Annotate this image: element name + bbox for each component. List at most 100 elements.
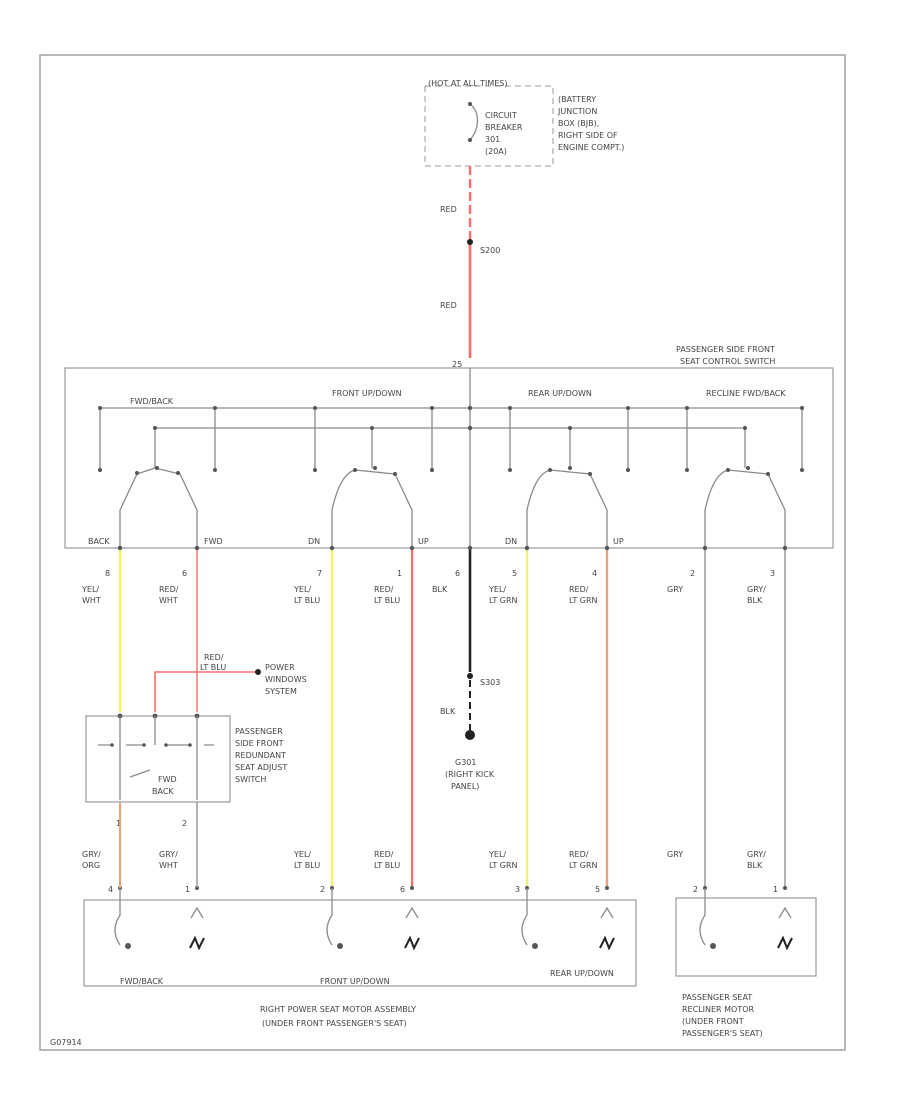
redundant-pin-2: 2 [182, 819, 187, 828]
lower-wire-color-label: RED/ [569, 850, 589, 859]
lower-wire-color-label: ORG [82, 861, 100, 870]
wire-pin-label: 6 [455, 569, 460, 578]
bus-drops [98, 406, 804, 472]
motor-label-fwd-back: FWD/BACK [120, 977, 164, 986]
redundant-inner-back: BACK [152, 787, 174, 796]
term-dn-label-1: DN [308, 537, 320, 546]
lower-wire-pin-label: 3 [515, 885, 520, 894]
ground-splice-dot [467, 673, 473, 679]
splice-s200-dot [467, 239, 473, 245]
lower-wire-color-label: GRY/ [747, 850, 766, 859]
motor-icons [114, 888, 793, 951]
section-rear-updown-label: REAR UP/DOWN [528, 389, 592, 398]
bjb-line-3: BOX (BJB), [558, 119, 599, 128]
term-back-label: BACK [88, 537, 110, 546]
lower-wire-color-label: BLK [747, 861, 763, 870]
wire-terminal-dot [604, 545, 610, 551]
ground-splice-label: S303 [480, 678, 500, 687]
breaker-line-4: (20A) [485, 147, 507, 156]
wire-color-label: RED/ [374, 585, 394, 594]
switch-front-updown-icon [331, 466, 413, 548]
motor-assembly-title-2: (UNDER FRONT PASSENGER'S SEAT) [262, 1019, 407, 1028]
lower-wire-color-label: GRY/ [159, 850, 178, 859]
wire-pin-label: 5 [512, 569, 517, 578]
motor-terminal-icon [114, 888, 121, 946]
hot-at-all-times-label: (HOT AT ALL TIMES) [428, 79, 507, 88]
term-up-label-2: UP [613, 537, 624, 546]
lower-wire-color-label: GRY [667, 850, 683, 859]
switch-fwd-back-icon [119, 466, 198, 548]
ground-g301-label-3: PANEL) [451, 782, 479, 791]
wire-color-label: BLK [747, 596, 763, 605]
breaker-line-2: BREAKER [485, 123, 523, 132]
breaker-element-icon [469, 103, 479, 141]
motor-assembly-title-1: RIGHT POWER SEAT MOTOR ASSEMBLY [260, 1005, 416, 1014]
redundant-label-5: SWITCH [235, 775, 266, 784]
lower-wire-color-label: GRY/ [82, 850, 101, 859]
lower-wire-color-label: LT BLU [294, 861, 320, 870]
motor-terminal-icon [521, 888, 528, 946]
power-windows-label-1: POWER [265, 663, 295, 672]
bjb-line-5: ENGINE COMPT.) [558, 143, 624, 152]
lower-wire-color-label: RED/ [374, 850, 394, 859]
redundant-seat-switch: FWD BACK PASSENGER SIDE FRONT REDUNDANT … [85, 713, 287, 888]
wire-color-label: RED/ [159, 585, 179, 594]
wire-pin-label: 6 [182, 569, 187, 578]
bjb-line-4: RIGHT SIDE OF [558, 131, 618, 140]
lower-wire-pin-label: 6 [400, 885, 405, 894]
breaker-line-3: 301 [485, 135, 500, 144]
recliner-title-4: PASSENGER'S SEAT) [682, 1029, 763, 1038]
wire-color-label: YEL/ [81, 585, 99, 594]
wire-color-label: LT BLU [294, 596, 320, 605]
motor-coil-icon [404, 935, 420, 951]
wire-color-label: BLK [432, 585, 448, 594]
upper-wire-color-2: RED [440, 301, 457, 310]
recliner-title-1: PASSENGER SEAT [682, 993, 752, 1002]
seat-control-switch: PASSENGER SIDE FRONT SEAT CONTROL SWITCH… [64, 345, 834, 549]
wire-color-label: LT GRN [489, 596, 518, 605]
wire-color-label: WHT [159, 596, 178, 605]
lower-wire-terminal-dot [410, 886, 414, 890]
power-windows-wire-2: LT BLU [200, 663, 226, 672]
bjb-line-2: JUNCTION [557, 107, 597, 116]
lower-wire-color-label: WHT [159, 861, 178, 870]
upper-wire-color-1: RED [440, 205, 457, 214]
control-switch-box [64, 367, 834, 549]
lower-wire-pin-label: 2 [693, 885, 698, 894]
bjb-line-1: (BATTERY [558, 95, 596, 104]
wire-color-label: YEL/ [488, 585, 506, 594]
wire-terminal-dot [524, 545, 530, 551]
ground-g301-label-2: (RIGHT KICK [445, 770, 495, 779]
motor-label-front-updown: FRONT UP/DOWN [320, 977, 390, 986]
redundant-label-2: SIDE FRONT [235, 739, 284, 748]
diagram-frame [39, 54, 846, 1051]
redundant-label-3: REDUNDANT [235, 751, 286, 760]
wire-terminal-dot [702, 545, 708, 551]
circuit-breaker-group: (HOT AT ALL TIMES) CIRCUIT BREAKER 301 (… [424, 79, 624, 167]
ground-wire-color: BLK [440, 707, 456, 716]
recliner-motor-box [675, 897, 817, 977]
switch-rear-updown-icon [526, 466, 608, 548]
redundant-inner-fwd: FWD [158, 775, 177, 784]
term-dn-label-2: DN [505, 537, 517, 546]
wire-color-label: LT GRN [569, 596, 598, 605]
wire-color-label: LT BLU [374, 596, 400, 605]
battery-junction-box [424, 85, 554, 167]
lower-wire-pin-label: 4 [108, 885, 113, 894]
motor-terminal-icon [326, 888, 333, 946]
motor-terminal-icon [405, 906, 419, 919]
lower-wire-pin-label: 5 [595, 885, 600, 894]
power-windows-wire-1: RED/ [204, 653, 224, 662]
wire-pin-label: 8 [105, 569, 110, 578]
ground-g301-label-1: G301 [455, 758, 476, 767]
figure-id: G07914 [50, 1038, 82, 1047]
motor-terminal-icon [337, 943, 343, 949]
wire-color-label: YEL/ [293, 585, 311, 594]
power-windows-tap: RED/ LT BLU POWER WINDOWS SYSTEM [154, 653, 307, 712]
motor-assembly: FWD/BACK FRONT UP/DOWN REAR UP/DOWN RIGH… [83, 888, 817, 1038]
wire-terminal-dot [194, 545, 200, 551]
ground-g301-icon [465, 730, 475, 740]
wire-pin-label: 2 [690, 569, 695, 578]
